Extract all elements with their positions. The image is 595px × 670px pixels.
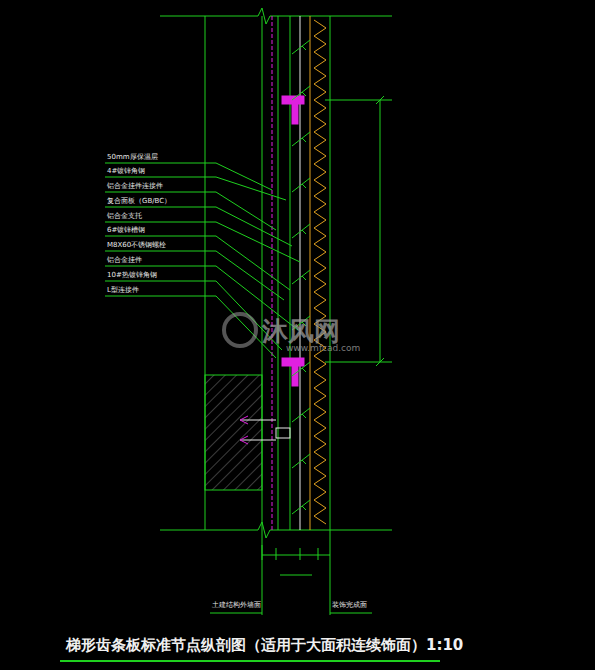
- stroke: [216, 222, 300, 262]
- callout-label: 10#热镀锌角钢: [107, 270, 157, 280]
- stroke: [105, 281, 216, 282]
- callout-label: L型连接件: [107, 285, 139, 295]
- stroke: [292, 40, 310, 54]
- stroke: [302, 414, 306, 418]
- stroke: [216, 192, 276, 230]
- callout-label: 50mm厚保温层: [107, 152, 158, 162]
- stroke: [292, 270, 310, 284]
- stroke: [292, 362, 310, 376]
- callout-label: 4#镀锌角钢: [107, 166, 145, 176]
- stroke: [292, 454, 310, 468]
- stroke: [105, 207, 216, 208]
- stroke: [310, 16, 311, 530]
- stroke: [302, 46, 306, 50]
- stroke: [302, 230, 306, 234]
- stroke: [302, 368, 306, 372]
- stroke: [292, 86, 310, 100]
- stroke: [292, 408, 310, 422]
- surface-label: 土建结构外墙面: [212, 600, 261, 610]
- stroke: [292, 224, 310, 238]
- stroke: [302, 138, 306, 142]
- stroke: [216, 177, 286, 200]
- stroke: [105, 236, 216, 237]
- stroke: [105, 251, 216, 252]
- drawing-title: 梯形齿条板标准节点纵剖图（适用于大面积连续饰面）1:10: [66, 636, 463, 655]
- callout-label: 铝合金挂件: [107, 255, 142, 265]
- stroke: [292, 178, 310, 192]
- stroke: [292, 132, 310, 146]
- callout-label: 铝合金支托: [107, 211, 142, 221]
- callout-label: M8X60不锈钢螺栓: [107, 240, 166, 250]
- stroke: [105, 266, 216, 267]
- stroke: [292, 500, 310, 514]
- stroke: [105, 222, 216, 223]
- stroke: [302, 184, 306, 188]
- tooth-profile: [314, 20, 326, 524]
- callout-label: 铝合金挂件连接件: [107, 181, 163, 191]
- stroke: [105, 192, 216, 193]
- callout-label: 复合面板（GB/BC）: [107, 196, 171, 206]
- stroke: [216, 236, 290, 290]
- stroke: [302, 506, 306, 510]
- stroke: [105, 177, 216, 178]
- stroke: [105, 296, 216, 297]
- callout-label: 6#镀锌槽钢: [107, 225, 145, 235]
- stroke: [302, 276, 306, 280]
- stroke: [302, 92, 306, 96]
- surface-label: 装饰完成面: [332, 600, 367, 610]
- stroke: [302, 460, 306, 464]
- stroke: [105, 163, 216, 164]
- watermark-url: www.mfcad.com: [286, 343, 360, 353]
